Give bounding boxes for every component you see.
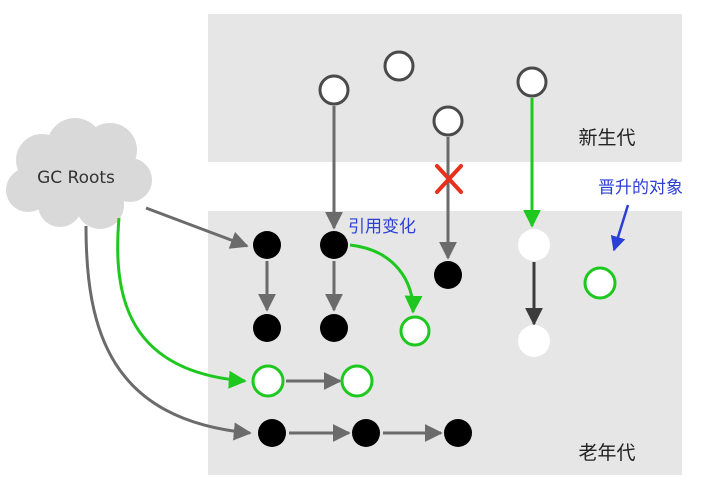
root-to-old-obj-1-arrow <box>145 206 249 249</box>
reference-change-arrow <box>349 243 423 314</box>
old-obj-black-1 <box>253 231 281 259</box>
young-generation-region <box>208 14 682 162</box>
root-to-green-obj-arrow <box>116 217 247 389</box>
promoted-obj-green <box>583 266 617 300</box>
old-obj-black-bottom-1 <box>258 419 286 447</box>
root-to-old-obj-bottom-arrow <box>84 225 252 441</box>
promoted-obj-white-1 <box>518 229 550 261</box>
old-obj-green-1 <box>399 315 431 347</box>
gc-roots-label: GC Roots <box>37 168 115 188</box>
old-obj-black-5 <box>320 314 348 342</box>
young-gen-label: 新生代 <box>578 127 635 149</box>
reference-removed-cross-icon <box>435 164 463 194</box>
promoted-obj-white-2 <box>518 325 550 357</box>
old-obj-black-2 <box>320 231 348 259</box>
young-obj-2 <box>383 50 415 82</box>
young-obj-3 <box>432 105 464 137</box>
old-gen-label: 老年代 <box>578 442 635 464</box>
reference-change-label: 引用变化 <box>348 217 416 237</box>
young-obj-4 <box>516 66 548 98</box>
gc-roots-cloud: GC Roots <box>6 118 152 229</box>
promoted-annotation-arrow <box>610 204 630 252</box>
old-obj-green-2 <box>251 364 285 398</box>
promoted-object-label: 晋升的对象 <box>598 178 683 198</box>
old-obj-green-3 <box>340 364 374 398</box>
old-obj-black-3 <box>434 261 462 289</box>
old-obj-black-bottom-3 <box>444 419 472 447</box>
old-obj-black-4 <box>253 314 281 342</box>
old-obj-black-bottom-2 <box>352 419 380 447</box>
young-obj-1 <box>318 74 350 106</box>
